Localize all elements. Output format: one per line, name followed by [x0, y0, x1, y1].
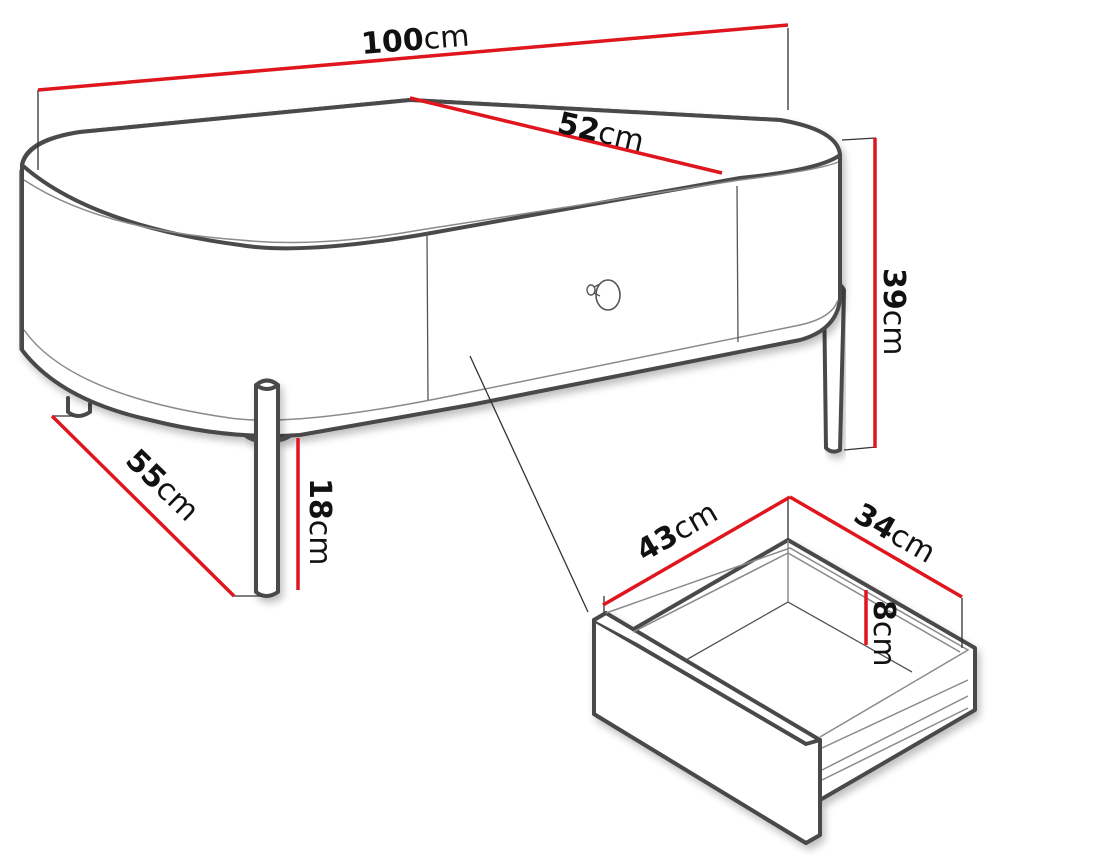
extension-lines — [37, 28, 963, 648]
drawer-leader-line — [469, 355, 589, 613]
drawer-detail — [592, 538, 977, 845]
dim-line-drawer-width — [602, 495, 791, 607]
label-height: 39cm — [876, 268, 911, 355]
dim-line-top-depth — [409, 96, 723, 175]
front-left-leg — [244, 378, 292, 598]
dimension-labels: 100cm 52cm 39cm 55cm 18cm 43cm 34cm 8cm — [118, 19, 941, 667]
dimension-lines — [37, 23, 963, 645]
label-depth: 55cm — [118, 443, 205, 529]
label-width: 100cm — [360, 19, 471, 62]
drawer-knob-icon — [586, 279, 621, 311]
table-drawing — [19, 98, 846, 613]
label-leg-clearance: 18cm — [302, 478, 337, 565]
dim-line-depth — [50, 414, 236, 598]
back-left-foot — [66, 396, 92, 418]
dim-line-width — [37, 23, 789, 92]
label-drawer-height: 8cm — [866, 600, 901, 667]
label-drawer-width: 43cm — [631, 495, 724, 569]
dim-line-drawer-depth — [789, 495, 963, 599]
